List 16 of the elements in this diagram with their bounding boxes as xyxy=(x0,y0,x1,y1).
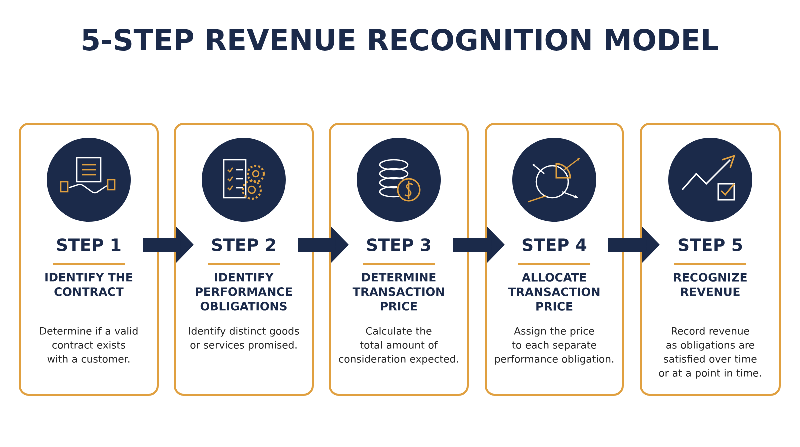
step-heading: ALLOCATE TRANSACTION PRICE xyxy=(508,273,600,311)
step-description: Determine if a valid contract exists with a customer. xyxy=(40,327,138,363)
step-heading: IDENTIFY PERFORMANCE OBLIGATIONS xyxy=(196,273,292,311)
step-heading: RECOGNIZE REVENUE xyxy=(674,273,747,296)
step-description: Calculate the total amount of consideration expected. xyxy=(339,327,458,365)
step-number: STEP 2 xyxy=(212,238,276,252)
step-heading: DETERMINE TRANSACTION PRICE xyxy=(352,273,444,311)
step-number: STEP 4 xyxy=(522,238,587,252)
step-number: STEP 3 xyxy=(367,238,430,252)
step-number: STEP 5 xyxy=(678,238,742,252)
step-description: Assign the price to each separate performance obligation. xyxy=(495,327,614,365)
step-number: STEP 1 xyxy=(57,238,121,252)
title: 5-STEP REVENUE RECOGNITION MODEL xyxy=(82,29,718,51)
step-description: Identify distinct goods or services promised. xyxy=(189,327,300,351)
step-heading: IDENTIFY THE CONTRACT xyxy=(46,273,133,296)
step-description: Record revenue as obligations are satisfied over time or at a point in time. xyxy=(659,327,762,379)
